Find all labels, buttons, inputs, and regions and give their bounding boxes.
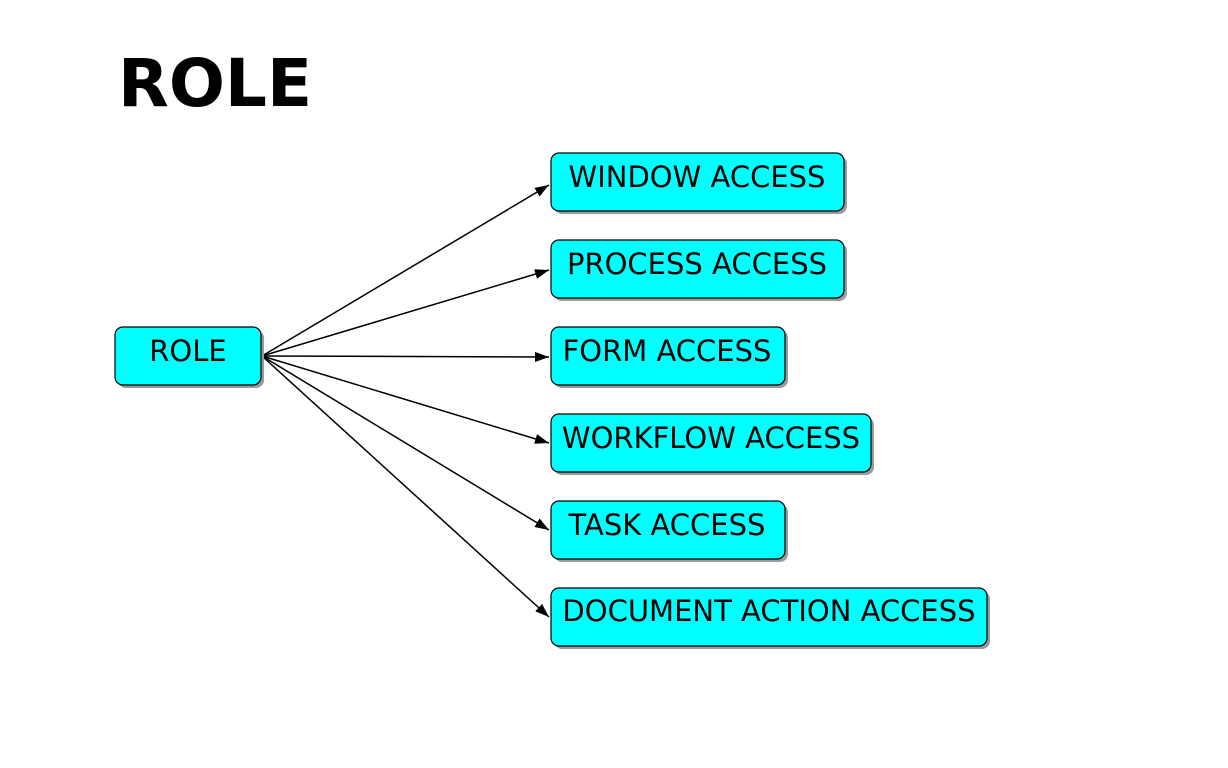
node-window-access-label: WINDOW ACCESS [569, 160, 826, 194]
node-document-action-access[interactable]: DOCUMENT ACTION ACCESS [550, 587, 990, 649]
node-form-access-label: FORM ACCESS [563, 334, 772, 368]
edges [261, 184, 550, 618]
node-workflow-access-label: WORKFLOW ACCESS [562, 421, 860, 455]
edge-role-to-task-access [261, 355, 550, 531]
node-document-action-access-label: DOCUMENT ACTION ACCESS [562, 594, 975, 628]
edge-role-to-document-action-access [261, 355, 550, 618]
node-process-access[interactable]: PROCESS ACCESS [550, 239, 847, 301]
node-window-access[interactable]: WINDOW ACCESS [550, 152, 847, 214]
node-form-access[interactable]: FORM ACCESS [550, 326, 788, 388]
node-task-access[interactable]: TASK ACCESS [550, 500, 788, 562]
page-title: ROLE [118, 45, 313, 122]
edge-role-to-process-access [261, 269, 550, 357]
node-role-label: ROLE [149, 334, 226, 368]
edge-role-to-window-access [261, 184, 550, 357]
node-process-access-label: PROCESS ACCESS [567, 247, 827, 281]
node-workflow-access[interactable]: WORKFLOW ACCESS [550, 413, 874, 475]
edge-role-to-workflow-access [261, 355, 550, 444]
node-task-access-label: TASK ACCESS [568, 508, 766, 542]
node-role[interactable]: ROLE [114, 326, 264, 388]
edge-role-to-form-access [261, 351, 550, 362]
